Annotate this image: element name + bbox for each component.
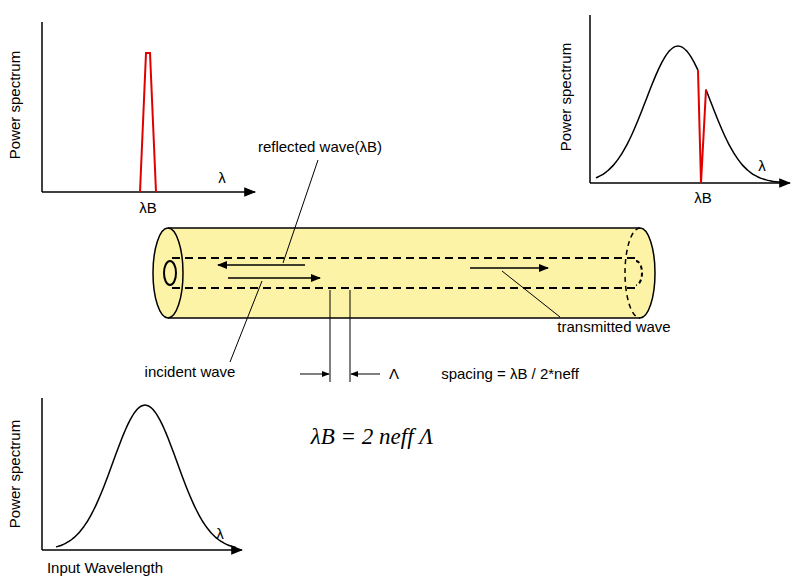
wave-label: incident wave [145,364,236,381]
spectrum-curves [56,46,782,547]
input-spectrum [56,405,236,547]
grating-period [300,290,380,382]
axis-title: Power spectrum [7,420,24,528]
axis-label: λ [218,170,226,187]
leader-lines [230,160,560,362]
wave-label: reflected wave(λB) [258,139,382,156]
axis-title: Input Wavelength [47,560,163,577]
wave-arrows [218,265,548,278]
optical-fiber [153,228,655,318]
axes [42,15,790,550]
wavelength-mark: λB [139,200,157,217]
reflected-peak [140,53,156,192]
wavelength-mark: λB [694,190,712,207]
notch [698,70,706,183]
axis-title: Power spectrum [7,51,24,159]
axis-label: λ [758,158,766,175]
wave-label: transmitted wave [557,319,670,336]
bragg-formula: λB = 2 neff Λ [311,424,433,449]
axis-title: Power spectrum [558,43,575,151]
transmitted-spectrum [706,90,782,183]
axis-label: λ [216,526,224,543]
period-symbol: Λ [389,366,399,383]
spacing-note: spacing = λB / 2*neff [441,366,579,383]
transmitted-spectrum [596,46,698,178]
